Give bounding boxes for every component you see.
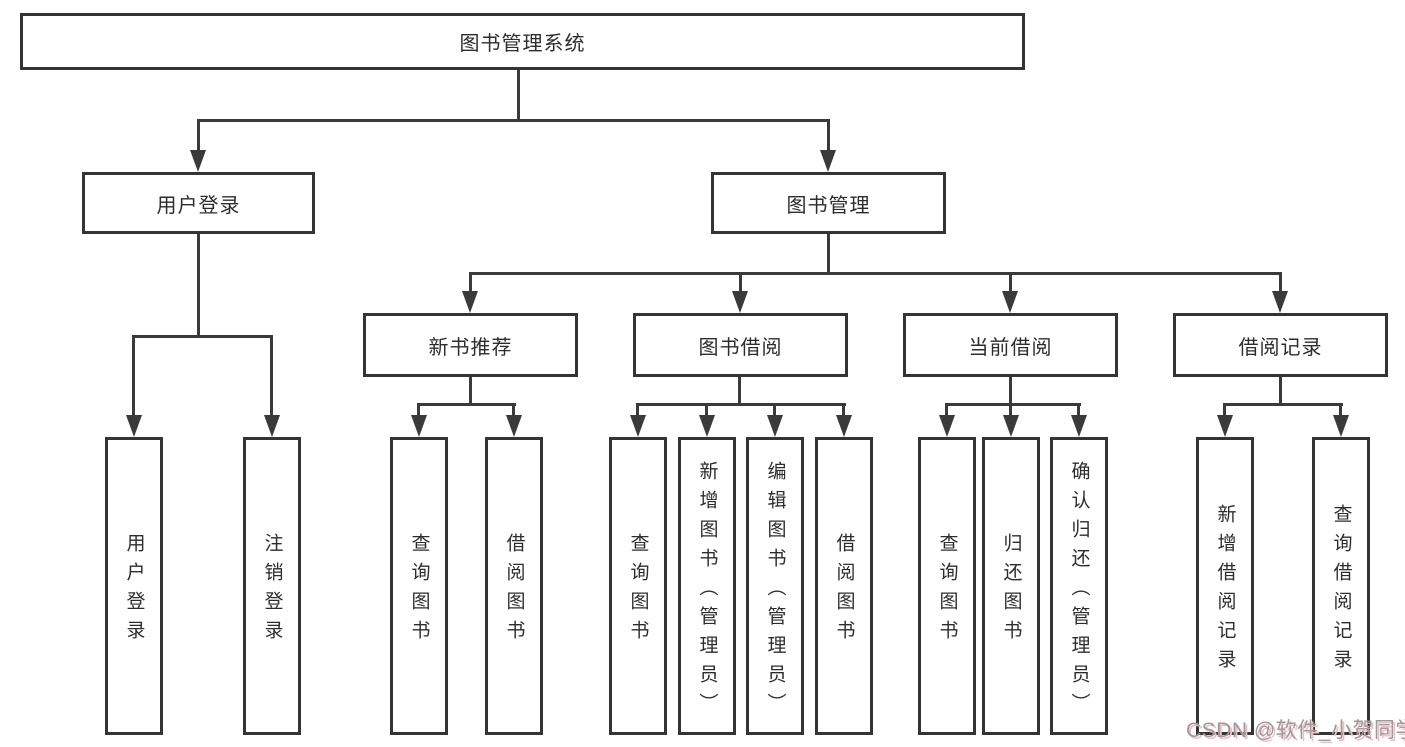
connector-line [517, 70, 520, 122]
arrow-down-icon [1333, 415, 1349, 437]
connector-line [132, 335, 273, 338]
connector-line [827, 119, 830, 153]
leaf-logout: 注销登录 [243, 437, 301, 735]
connector-line [1223, 403, 1343, 406]
leaf-query-books-current: 查询图书 [918, 437, 976, 735]
node-label: 图书借阅 [698, 336, 783, 359]
connector-line [705, 403, 708, 419]
connector-line [1339, 403, 1342, 419]
node-book-borrow: 图书借阅 [633, 313, 848, 377]
arrow-down-icon [506, 415, 522, 437]
node-user-login: 用户登录 [82, 172, 315, 234]
leaf-edit-book-admin: 编辑图书（管理员） [746, 437, 804, 735]
node-label: 查询图书 [408, 533, 430, 649]
arrow-down-icon [699, 415, 715, 437]
connector-line [636, 403, 846, 406]
connector-line [773, 403, 776, 419]
connector-line [842, 403, 845, 419]
connector-line [827, 234, 830, 275]
arrow-down-icon [1217, 415, 1233, 437]
arrow-down-icon [732, 291, 748, 313]
connector-line [1009, 403, 1012, 419]
node-label: 图书管理系统 [459, 33, 586, 55]
leaf-borrow-books-newbook: 借阅图书 [485, 437, 543, 735]
connector-line [197, 119, 830, 122]
arrow-down-icon [190, 150, 206, 172]
connector-line [469, 377, 472, 406]
node-label: 新增图书（管理员） [696, 460, 718, 722]
arrow-down-icon [126, 415, 142, 437]
node-label: 新增借阅记录 [1214, 504, 1236, 678]
node-label: 借阅图书 [833, 533, 855, 649]
connector-line [1279, 377, 1282, 406]
leaf-user-login: 用户登录 [105, 437, 163, 735]
leaf-query-borrow-record: 查询借阅记录 [1312, 437, 1370, 735]
connector-line [417, 403, 516, 406]
arrow-down-icon [767, 415, 783, 437]
node-label: 当前借阅 [968, 336, 1053, 359]
leaf-query-books-borrow: 查询图书 [609, 437, 667, 735]
connector-line [738, 377, 741, 406]
connector-line [469, 272, 472, 294]
node-label: 新书推荐 [428, 336, 513, 359]
node-label: 查询图书 [936, 533, 958, 649]
node-label: 图书管理 [786, 194, 871, 217]
node-current-borrow: 当前借阅 [903, 313, 1118, 377]
node-book-management: 图书管理 [711, 172, 946, 234]
connector-line [270, 335, 273, 419]
connector-line [945, 403, 948, 419]
node-label: 确认归还（管理员） [1068, 460, 1090, 722]
connector-line [132, 335, 135, 419]
arrow-down-icon [1272, 291, 1288, 313]
connector-line [945, 403, 1081, 406]
leaf-add-book-admin: 新增图书（管理员） [678, 437, 736, 735]
connector-line [636, 403, 639, 419]
node-root: 图书管理系统 [20, 13, 1025, 70]
connector-line [1279, 272, 1282, 294]
connector-line [1009, 377, 1012, 406]
connector-line [1223, 403, 1226, 419]
csdn-watermark: CSDN @软件_小贺同学 [1186, 719, 1405, 742]
arrow-down-icon [1071, 415, 1087, 437]
arrow-down-icon [939, 415, 955, 437]
connector-line [197, 234, 200, 338]
leaf-borrow-books-borrow: 借阅图书 [815, 437, 873, 735]
node-label: 借阅记录 [1238, 336, 1323, 359]
leaf-return-books: 归还图书 [982, 437, 1040, 735]
connector-line [512, 403, 515, 419]
arrow-down-icon [264, 415, 280, 437]
leaf-add-borrow-record: 新增借阅记录 [1196, 437, 1254, 735]
connector-line [739, 272, 742, 294]
node-label: 注销登录 [261, 533, 283, 649]
arrow-down-icon [836, 415, 852, 437]
arrow-down-icon [1002, 291, 1018, 313]
arrow-down-icon [462, 291, 478, 313]
arrow-down-icon [1003, 415, 1019, 437]
connector-line [469, 272, 1282, 275]
node-label: 查询图书 [627, 533, 649, 649]
connector-line [197, 119, 200, 153]
node-label: 查询借阅记录 [1330, 504, 1352, 678]
connector-line [1077, 403, 1080, 419]
node-borrow-record: 借阅记录 [1173, 313, 1388, 377]
arrow-down-icon [630, 415, 646, 437]
connector-line [417, 403, 420, 419]
node-label: 用户登录 [123, 533, 145, 649]
arrow-down-icon [820, 150, 836, 172]
node-label: 归还图书 [1000, 533, 1022, 649]
connector-line [1009, 272, 1012, 294]
node-new-book-recommend: 新书推荐 [363, 313, 578, 377]
node-label: 用户登录 [156, 194, 241, 217]
node-label: 借阅图书 [503, 533, 525, 649]
node-label: 编辑图书（管理员） [764, 460, 786, 722]
arrow-down-icon [411, 415, 427, 437]
leaf-confirm-return-admin: 确认归还（管理员） [1050, 437, 1108, 735]
leaf-query-books-newbook: 查询图书 [390, 437, 448, 735]
